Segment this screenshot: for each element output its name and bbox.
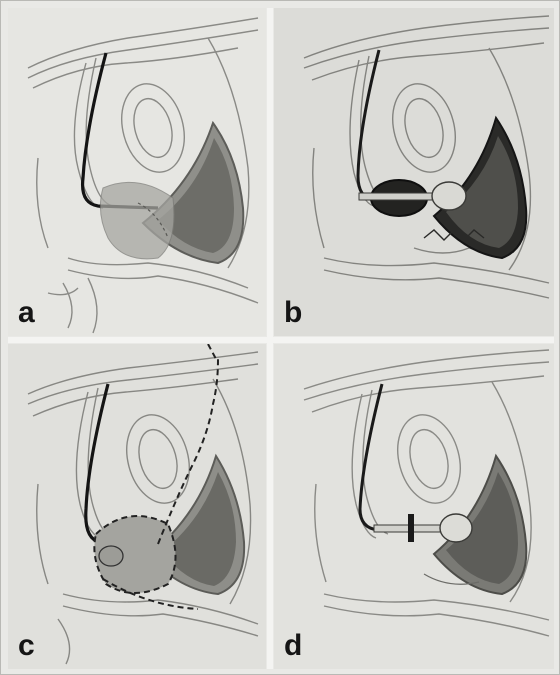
panel-label-c: c (18, 631, 35, 661)
panel-b: b (274, 8, 554, 336)
anatomy-drawing-d (274, 344, 554, 669)
anatomy-drawing-a (8, 8, 266, 336)
anatomy-drawing-b (274, 8, 554, 336)
panel-label-d: d (284, 631, 302, 661)
panel-label-b: b (284, 298, 302, 328)
panel-c: c (8, 344, 266, 669)
horizontal-divider (8, 337, 554, 343)
anatomy-drawing-c (8, 344, 266, 669)
panel-d: d (274, 344, 554, 669)
panel-label-a: a (18, 298, 35, 328)
panel-a: a (8, 8, 266, 336)
